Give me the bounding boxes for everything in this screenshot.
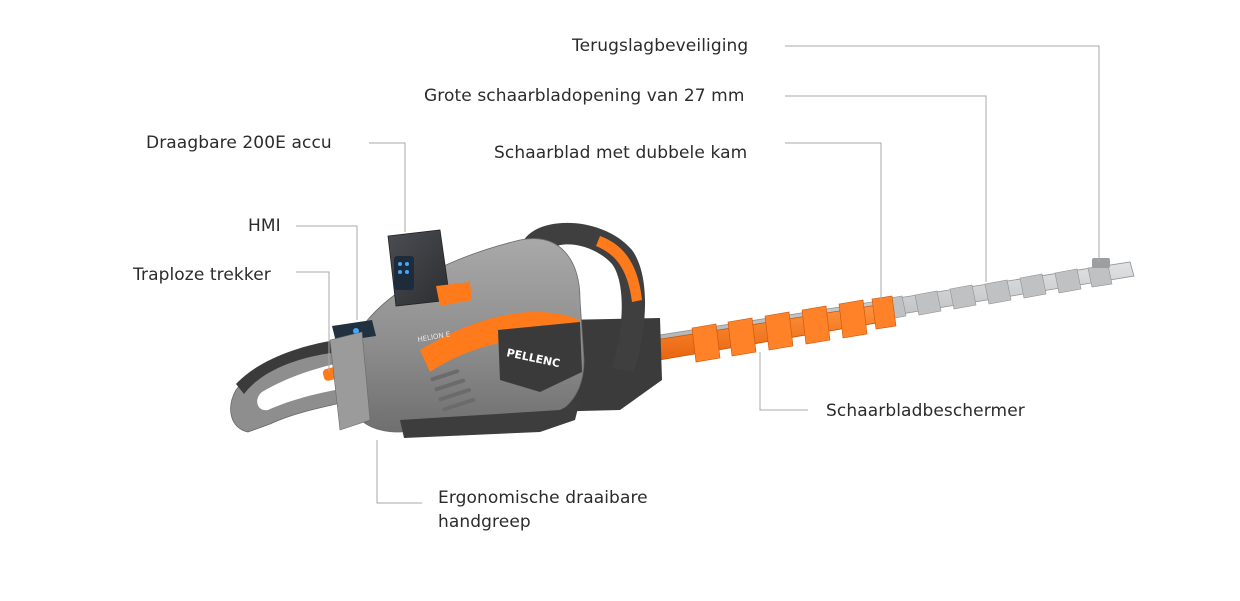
rear-handle	[230, 320, 376, 433]
kickback-tip	[1092, 258, 1110, 268]
label-battery: Draagbare 200E accu	[146, 133, 332, 153]
leader-trigger	[296, 271, 330, 372]
leader-lines	[296, 45, 1100, 504]
label-ergonomic-handle-line2: handgreep	[438, 512, 531, 532]
label-double-edge-blade: Schaarblad met dubbele kam	[494, 143, 748, 163]
leader-double-edge	[785, 142, 882, 300]
label-trigger: Traploze trekker	[133, 265, 271, 285]
label-hmi: HMI	[248, 216, 281, 236]
main-body: PELLENC HELION E	[349, 238, 585, 438]
leader-blade-guard	[759, 352, 808, 411]
blade	[639, 258, 1135, 363]
label-ergonomic-handle: Ergonomische draaibare handgreep	[438, 486, 718, 534]
vent-slots	[430, 369, 476, 412]
leader-kickback	[785, 45, 1100, 262]
label-kickback-protection: Terugslagbeveiliging	[572, 36, 749, 56]
label-ergonomic-handle-line1: Ergonomische draaibare	[438, 488, 648, 508]
battery-leds	[398, 262, 409, 274]
leader-blade-opening	[785, 95, 987, 282]
leader-handle	[376, 440, 422, 504]
label-blade-guard: Schaarbladbeschermer	[826, 401, 1025, 421]
battery-pack	[387, 229, 472, 307]
top-handle	[520, 222, 646, 372]
leader-battery	[369, 142, 406, 232]
leader-hmi	[296, 225, 358, 320]
label-blade-opening: Grote schaarbladopening van 27 mm	[424, 86, 745, 106]
blade-guard-teeth	[691, 295, 897, 363]
